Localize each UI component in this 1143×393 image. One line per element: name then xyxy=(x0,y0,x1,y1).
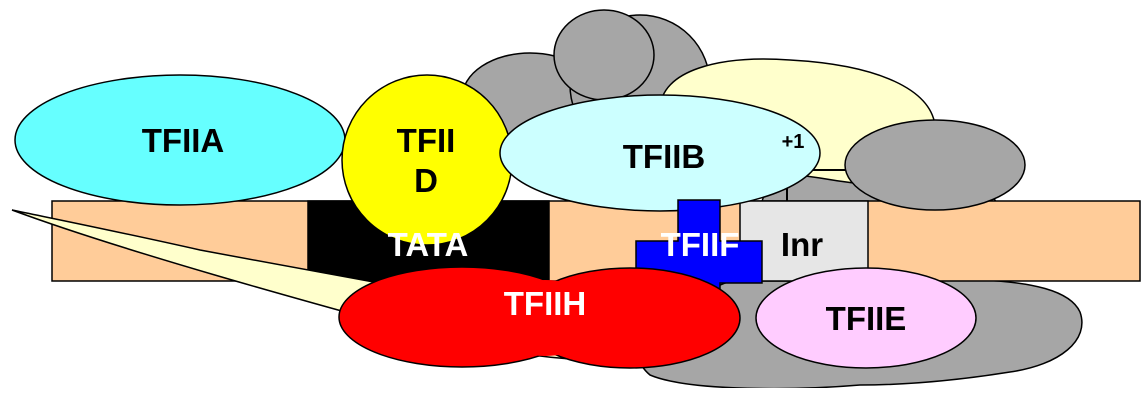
polymerase-blob-top xyxy=(553,9,655,101)
tfiif-label: TFIIF xyxy=(661,226,740,263)
tfiid-factor xyxy=(341,74,513,246)
tfiid-label-line1: TFII xyxy=(397,122,456,159)
tfiih-label: TFIIH xyxy=(504,285,586,322)
tfiia-label: TFIIA xyxy=(142,122,224,159)
tata-label: TATA xyxy=(388,226,469,263)
polymerase-blob-right xyxy=(844,119,1026,211)
tfiih-seam-cover xyxy=(485,280,605,356)
tfiib-factor xyxy=(499,94,821,212)
tfiid-label-line2: D xyxy=(414,162,438,199)
tfiie-label: TFIIE xyxy=(826,300,907,337)
tfiih-factor xyxy=(338,266,741,369)
tfiie-factor xyxy=(755,267,977,369)
inr-label: Inr xyxy=(781,226,823,263)
tfiib-label: TFIIB xyxy=(623,138,705,175)
plus-one-label: +1 xyxy=(782,131,805,153)
